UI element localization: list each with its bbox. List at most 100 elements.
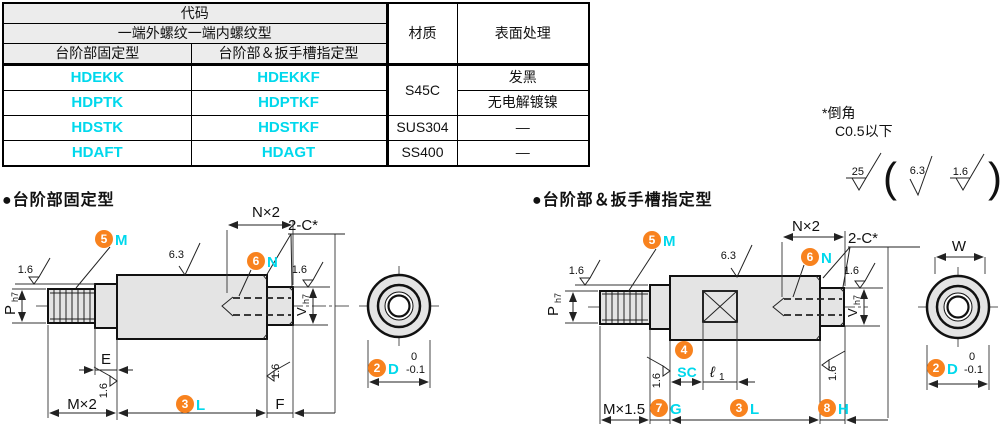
part-code: HDAFT [2,140,192,167]
leader-lines [627,246,920,298]
left-drawing: 1.6 6.3 1.6 1.6 1.6 5 M N×2 6 [2,204,439,420]
d-label: D [947,361,958,378]
e-label: E [101,351,111,368]
roughness-16-topleft: 1.6 [18,257,51,285]
end-view [359,266,439,346]
h-callout: 8 H [818,399,849,418]
surface-cell: — [456,140,590,167]
thread-lines [602,292,648,323]
n-label: N [267,254,278,271]
svg-text:1.6: 1.6 [827,366,839,381]
svg-text:1: 1 [719,372,725,383]
roughness-16-f: 1.6 [266,361,291,382]
table-row: HDEKK HDEKKF S45C 发黑 [2,63,590,116]
part-code: HDAGT [190,140,388,167]
wrench-flat [702,290,738,323]
svg-text:P: P [545,306,562,316]
spec-table: 代码 材质 表面处理 一端外螺纹一端内螺纹型 台阶部固定型 台阶部＆扳手槽指定型… [2,2,590,167]
svg-text:6.3: 6.3 [169,249,184,261]
chamfer-ticks [262,274,294,340]
badge-5: 5 [101,232,108,246]
svg-text:1.6: 1.6 [18,264,33,276]
l-label: L [750,401,759,418]
badge-7: 7 [656,401,663,415]
mx2-label: M×2 [67,396,97,413]
n-callout: 6 N [801,248,832,267]
header-material: 材质 [385,2,458,65]
l-callout: 3 L [730,399,759,418]
d-callout: 2 D 0 -0.1 [927,351,983,378]
roughness-63-symbol: 6.3 [721,244,753,279]
shaft-side-view [36,274,352,340]
left-section-title: ●台阶部固定型 [2,192,115,209]
n-callout: 6 N [247,252,278,271]
internal-thread [221,296,291,317]
internal-thread [772,297,842,317]
material-cell: S45C [385,63,458,116]
svg-text:V: V [294,307,309,316]
svg-text:6.3: 6.3 [721,250,736,262]
part-code: HDEKKF [190,63,388,91]
d-label: D [388,361,399,378]
badge-2: 2 [933,361,940,375]
roughness-16-h: 1.6 [821,350,846,381]
dimension-lines [569,233,988,424]
nx2-label: N×2 [252,204,280,221]
material-cell: SUS304 [385,115,458,141]
v-diameter-label: V h7 [294,294,311,316]
table-row: HDSTK HDSTKF SUS304 — [2,115,590,141]
roughness-63-value: 6.3 [910,165,925,177]
p-diameter-label: P h7 [2,292,20,315]
svg-text:1.6: 1.6 [569,265,584,277]
part-code: HDSTKF [190,115,388,141]
svg-text:ℓ: ℓ [709,364,716,381]
svg-text:1.6: 1.6 [270,364,282,379]
tolerance-lower: -0.1 [964,364,983,376]
m-label: M [115,232,128,249]
thread-lines [50,290,95,322]
chamfer-ticks [815,275,845,341]
right-drawing: 1.6 6.3 1.6 1.6 1.6 5 M N×2 6 [545,218,998,424]
sc-label: SC [677,364,696,380]
svg-text:V: V [845,308,860,317]
m-callout: 5 M [643,231,676,250]
chamfer-note: *倒角 C0.5以下 [822,105,893,140]
chamfer-label: 2-C* [288,217,318,234]
roughness-16-topright: 1.6 [292,261,324,288]
svg-text:1.6: 1.6 [292,264,307,276]
header-surface: 表面处理 [456,2,590,65]
svg-text:1.6: 1.6 [98,383,110,398]
right-section-title: ●台阶部＆扳手槽指定型 [532,192,713,209]
surface-cell: 无电解镀镍 [456,90,590,116]
surface-cell: — [456,115,590,141]
header-code: 代码 [2,2,388,24]
p-diameter-label: P h7 [545,293,563,316]
table-row: HDAFT HDAGT SS400 — [2,140,590,167]
part-code: HDEKK [2,63,192,91]
roughness-16-topleft: 1.6 [569,259,601,286]
n-label: N [821,250,832,267]
l-label: L [196,397,205,414]
roughness-63-symbol: 6.3 [909,155,933,197]
end-view [918,267,998,347]
svg-text:h7: h7 [852,295,862,305]
table-row: HDPTK HDPTKF 无电解镀镍 [2,90,590,116]
svg-text:1.6: 1.6 [651,373,663,388]
badge-8: 8 [824,401,831,415]
badge-6: 6 [807,250,814,264]
part-code: HDPTKF [190,90,388,116]
m-callout: 5 M [95,230,128,249]
roughness-25-symbol: 25 [846,152,882,191]
g-callout: 7 G [650,399,682,418]
badge-5: 5 [649,233,656,247]
badge-6: 6 [253,254,260,268]
part-code: HDSTK [2,115,192,141]
tolerance-upper: 0 [411,351,417,363]
shaft-side-view [588,275,868,341]
m-label: M [663,233,676,250]
svg-text:h7: h7 [553,293,563,303]
svg-text:h7: h7 [301,294,311,304]
roughness-25-value: 25 [852,166,864,178]
tolerance-upper: 0 [969,351,975,363]
